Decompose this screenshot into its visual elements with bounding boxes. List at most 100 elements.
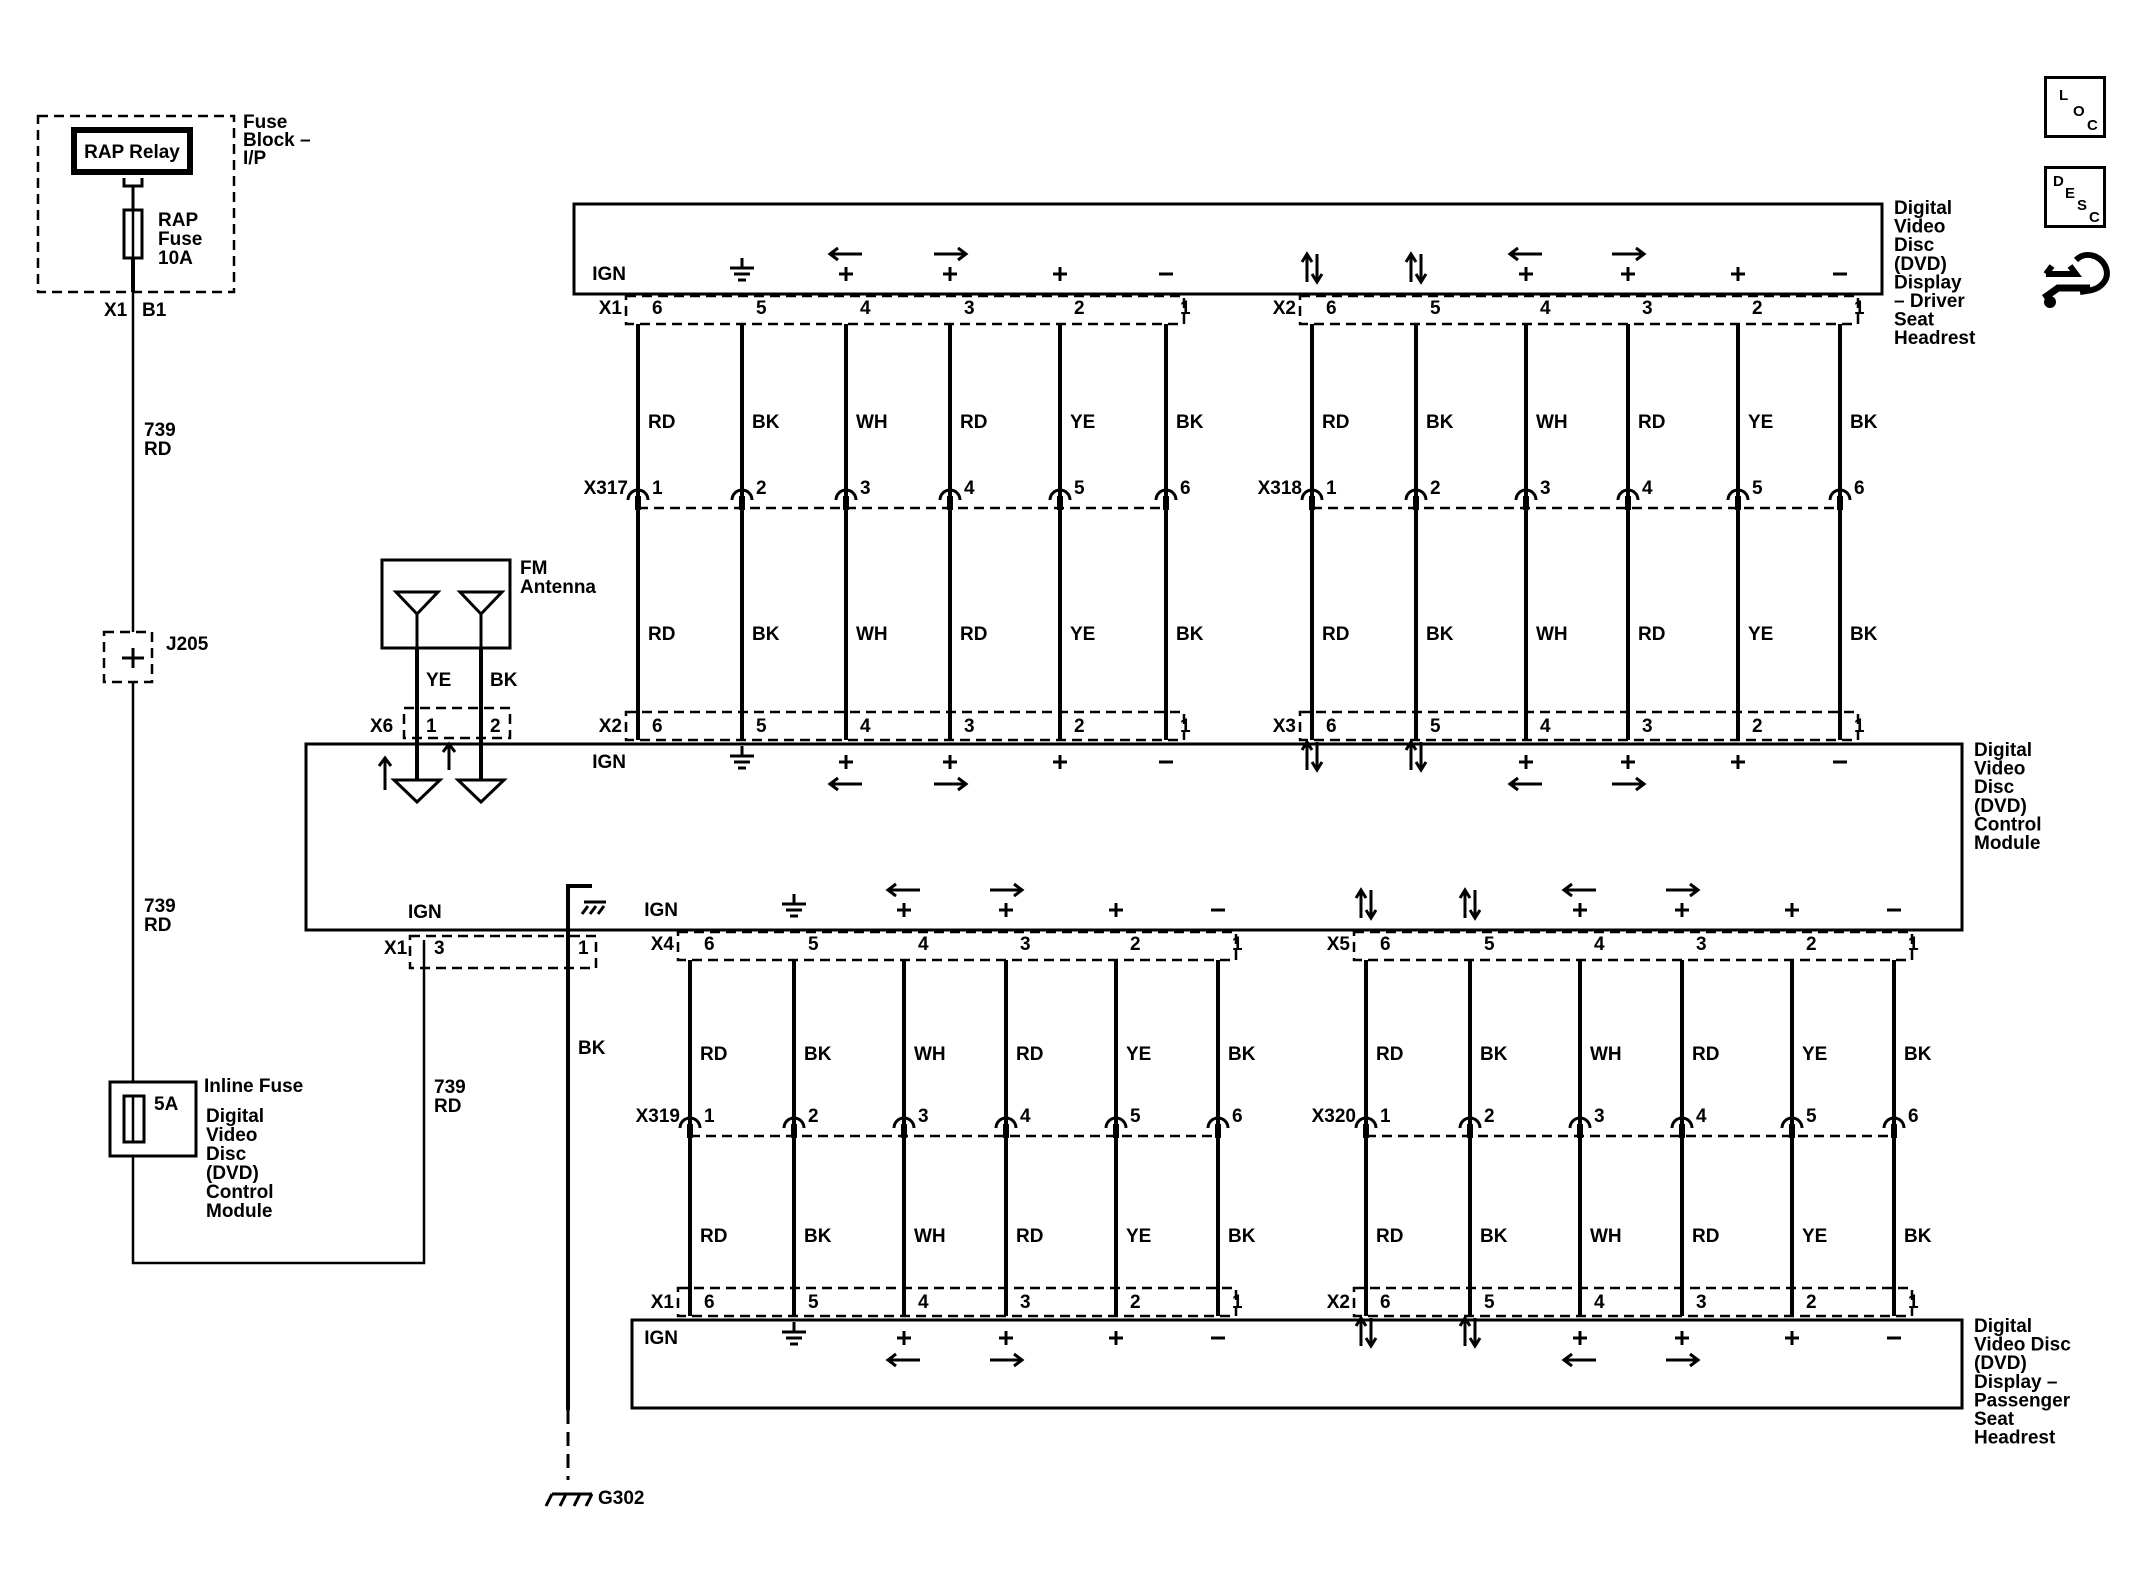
harness-lower-left-color-lower-1: RD xyxy=(700,1226,727,1247)
harness-upper-left-top-pin-3: 4 xyxy=(860,298,871,319)
harness-lower-left-bot-pin-3: 4 xyxy=(918,1292,929,1313)
harness-lower-right-top-pin-2: 5 xyxy=(1484,934,1495,955)
harness-upper-left-color-lower-5: YE xyxy=(1070,624,1095,645)
harness-upper-left-inline-term-4-pin xyxy=(947,496,953,510)
wire-739-top-color: RD xyxy=(144,439,171,460)
cm-top-right-arrow-3 xyxy=(1612,776,1647,792)
harness-lower-left-color-lower-6: BK xyxy=(1228,1226,1256,1247)
harness-lower-left-color-lower-3: WH xyxy=(914,1226,946,1247)
harness-lower-right-top-connector xyxy=(1352,930,1914,962)
harness-lower-right-color-upper-2: BK xyxy=(1480,1044,1508,1065)
inline-fuse-desc-5: Control xyxy=(206,1182,274,1203)
harness-upper-left-inline-pin-4: 4 xyxy=(964,478,975,499)
cm-top-left-arrow-2 xyxy=(827,776,862,792)
pax-right-dual-1 xyxy=(1458,1315,1482,1349)
harness-upper-left-color-lower-6: BK xyxy=(1176,624,1204,645)
pax-left-plus-3 xyxy=(999,1331,1013,1345)
harness-upper-right-top-pin-6: 1 xyxy=(1854,298,1865,319)
cm-top-left-plus-4 xyxy=(1053,755,1067,769)
driver-right-plus-4 xyxy=(1731,267,1745,281)
harness-upper-right-color-lower-3: WH xyxy=(1536,624,1568,645)
harness-upper-left-inline-term-6 xyxy=(1154,488,1178,501)
fuse-block-label-2: Block – xyxy=(243,130,311,151)
harness-upper-right-inline-pin-6: 6 xyxy=(1854,478,1865,499)
pax-label-3: (DVD) xyxy=(1974,1353,2027,1374)
fm-wire-bk: BK xyxy=(490,670,518,691)
harness-lower-right-inline-term-6 xyxy=(1882,1116,1906,1129)
harness-upper-left-top-pin-2: 5 xyxy=(756,298,767,319)
driver-left-plus-3 xyxy=(943,267,957,281)
harness-upper-left-inline-term-6-pin xyxy=(1163,496,1169,510)
splice-j205: J205 xyxy=(102,630,209,684)
driver-right-dual-0 xyxy=(1300,251,1324,285)
harness-upper-left-inline-term-1 xyxy=(626,488,650,501)
harness-upper-left-inline-term-2-pin xyxy=(739,496,745,510)
loc-button[interactable]: L O C xyxy=(2044,76,2106,138)
harness-upper-left-color-upper-6: BK xyxy=(1176,412,1204,433)
rap-fuse-label-1: RAP xyxy=(158,210,198,231)
harness-upper-right-color-upper-2: BK xyxy=(1426,412,1454,433)
fuse-block: RAP Relay Fuse Block – I/P RAP Fuse 10A … xyxy=(36,112,311,321)
cm-pwr-pin-3: 3 xyxy=(434,938,445,959)
harness-lower-right-color-lower-3: WH xyxy=(1590,1226,1622,1247)
harness-lower-left-color-lower-5: YE xyxy=(1126,1226,1151,1247)
desc-button[interactable]: D E S C xyxy=(2044,166,2106,228)
harness-lower-right-color-upper-6: BK xyxy=(1904,1044,1932,1065)
desc-letter-s: S xyxy=(2077,197,2088,214)
harness-lower-left-inline-term-2 xyxy=(782,1116,806,1129)
fm-wire-ye: YE xyxy=(426,670,451,691)
harness-lower-left-top-pin-3: 4 xyxy=(918,934,929,955)
cm-bot-right-plus-3 xyxy=(1675,903,1689,917)
harness-upper-right-inline-pin-5: 5 xyxy=(1752,478,1763,499)
cm-bot-left-plus-3 xyxy=(999,903,1013,917)
fuse-block-label-1: Fuse xyxy=(243,112,287,133)
harness-upper-right-inline-term-6-pin xyxy=(1837,496,1843,510)
pax-left-plus-4 xyxy=(1109,1331,1123,1345)
harness-upper-left-inline-pin-1: 1 xyxy=(652,478,663,499)
harness-lower-left-color-upper-5: YE xyxy=(1126,1044,1151,1065)
harness-upper-left-inline-pin-2: 2 xyxy=(756,478,767,499)
ground-label: G302 xyxy=(598,1488,644,1509)
harness-upper-right-inline-pin-1: 1 xyxy=(1326,478,1337,499)
pax-label-2: Video Disc xyxy=(1974,1335,2071,1356)
harness-upper-left-inline-pin-5: 5 xyxy=(1074,478,1085,499)
rap-relay-label: RAP Relay xyxy=(84,142,180,163)
harness-upper-right-color-upper-6: BK xyxy=(1850,412,1878,433)
cm-bot-right-arrow-2 xyxy=(1561,882,1596,898)
harness-upper-left-inline-conn-label: X317 xyxy=(584,478,628,499)
harness-lower-left-inline-term-5-pin xyxy=(1113,1124,1119,1138)
harness-lower-left-inline-term-6-pin xyxy=(1215,1124,1221,1138)
harness-lower-right-bot-pin-3: 4 xyxy=(1594,1292,1605,1313)
harness-upper-right-color-lower-2: BK xyxy=(1426,624,1454,645)
cm-top-right-plus-4 xyxy=(1731,755,1745,769)
control-module-box xyxy=(304,742,1964,932)
inline-fuse-desc-2: Video xyxy=(206,1125,257,1146)
driver-left-ign: IGN xyxy=(592,264,626,285)
harness-upper-left-top-conn-label: X1 xyxy=(599,298,623,319)
harness-lower-left-inline-pin-3: 3 xyxy=(918,1106,929,1127)
harness-upper-right-color-upper-1: RD xyxy=(1322,412,1349,433)
connector-view-icon[interactable] xyxy=(2040,246,2112,326)
harness-lower-left-inline-pin-5: 5 xyxy=(1130,1106,1141,1127)
driver-left-arrow-3 xyxy=(934,246,969,262)
cm-top-left-plus-3 xyxy=(943,755,957,769)
harness-lower-left-inline-term-1-pin xyxy=(687,1124,693,1138)
pax-label-7: Headrest xyxy=(1974,1428,2056,1449)
harness-upper-right-color-upper-5: YE xyxy=(1748,412,1773,433)
harness-lower-right-bot-pin-6: 1 xyxy=(1908,1292,1919,1313)
harness-lower-left-top-pin-1: 6 xyxy=(704,934,715,955)
harness-lower-right-color-upper-3: WH xyxy=(1590,1044,1622,1065)
driver-label-2: Video xyxy=(1894,217,1945,238)
harness-lower-right-inline-term-2-pin xyxy=(1467,1124,1473,1138)
harness-lower-left-inline-term-4 xyxy=(994,1116,1018,1129)
harness-upper-right-inline-pin-4: 4 xyxy=(1642,478,1653,499)
harness-lower-right-color-lower-5: YE xyxy=(1802,1226,1827,1247)
harness-lower-right-top-conn-label: X5 xyxy=(1327,934,1351,955)
driver-label-6: – Driver xyxy=(1894,291,1965,312)
harness-lower-right-inline-term-6-pin xyxy=(1891,1124,1897,1138)
cm-bot-right-dual-0 xyxy=(1354,887,1378,921)
harness-lower-right-inline-term-3-pin xyxy=(1577,1124,1583,1138)
harness-lower-left-inline-term-2-pin xyxy=(791,1124,797,1138)
harness-lower-right-inline-pin-6: 6 xyxy=(1908,1106,1919,1127)
